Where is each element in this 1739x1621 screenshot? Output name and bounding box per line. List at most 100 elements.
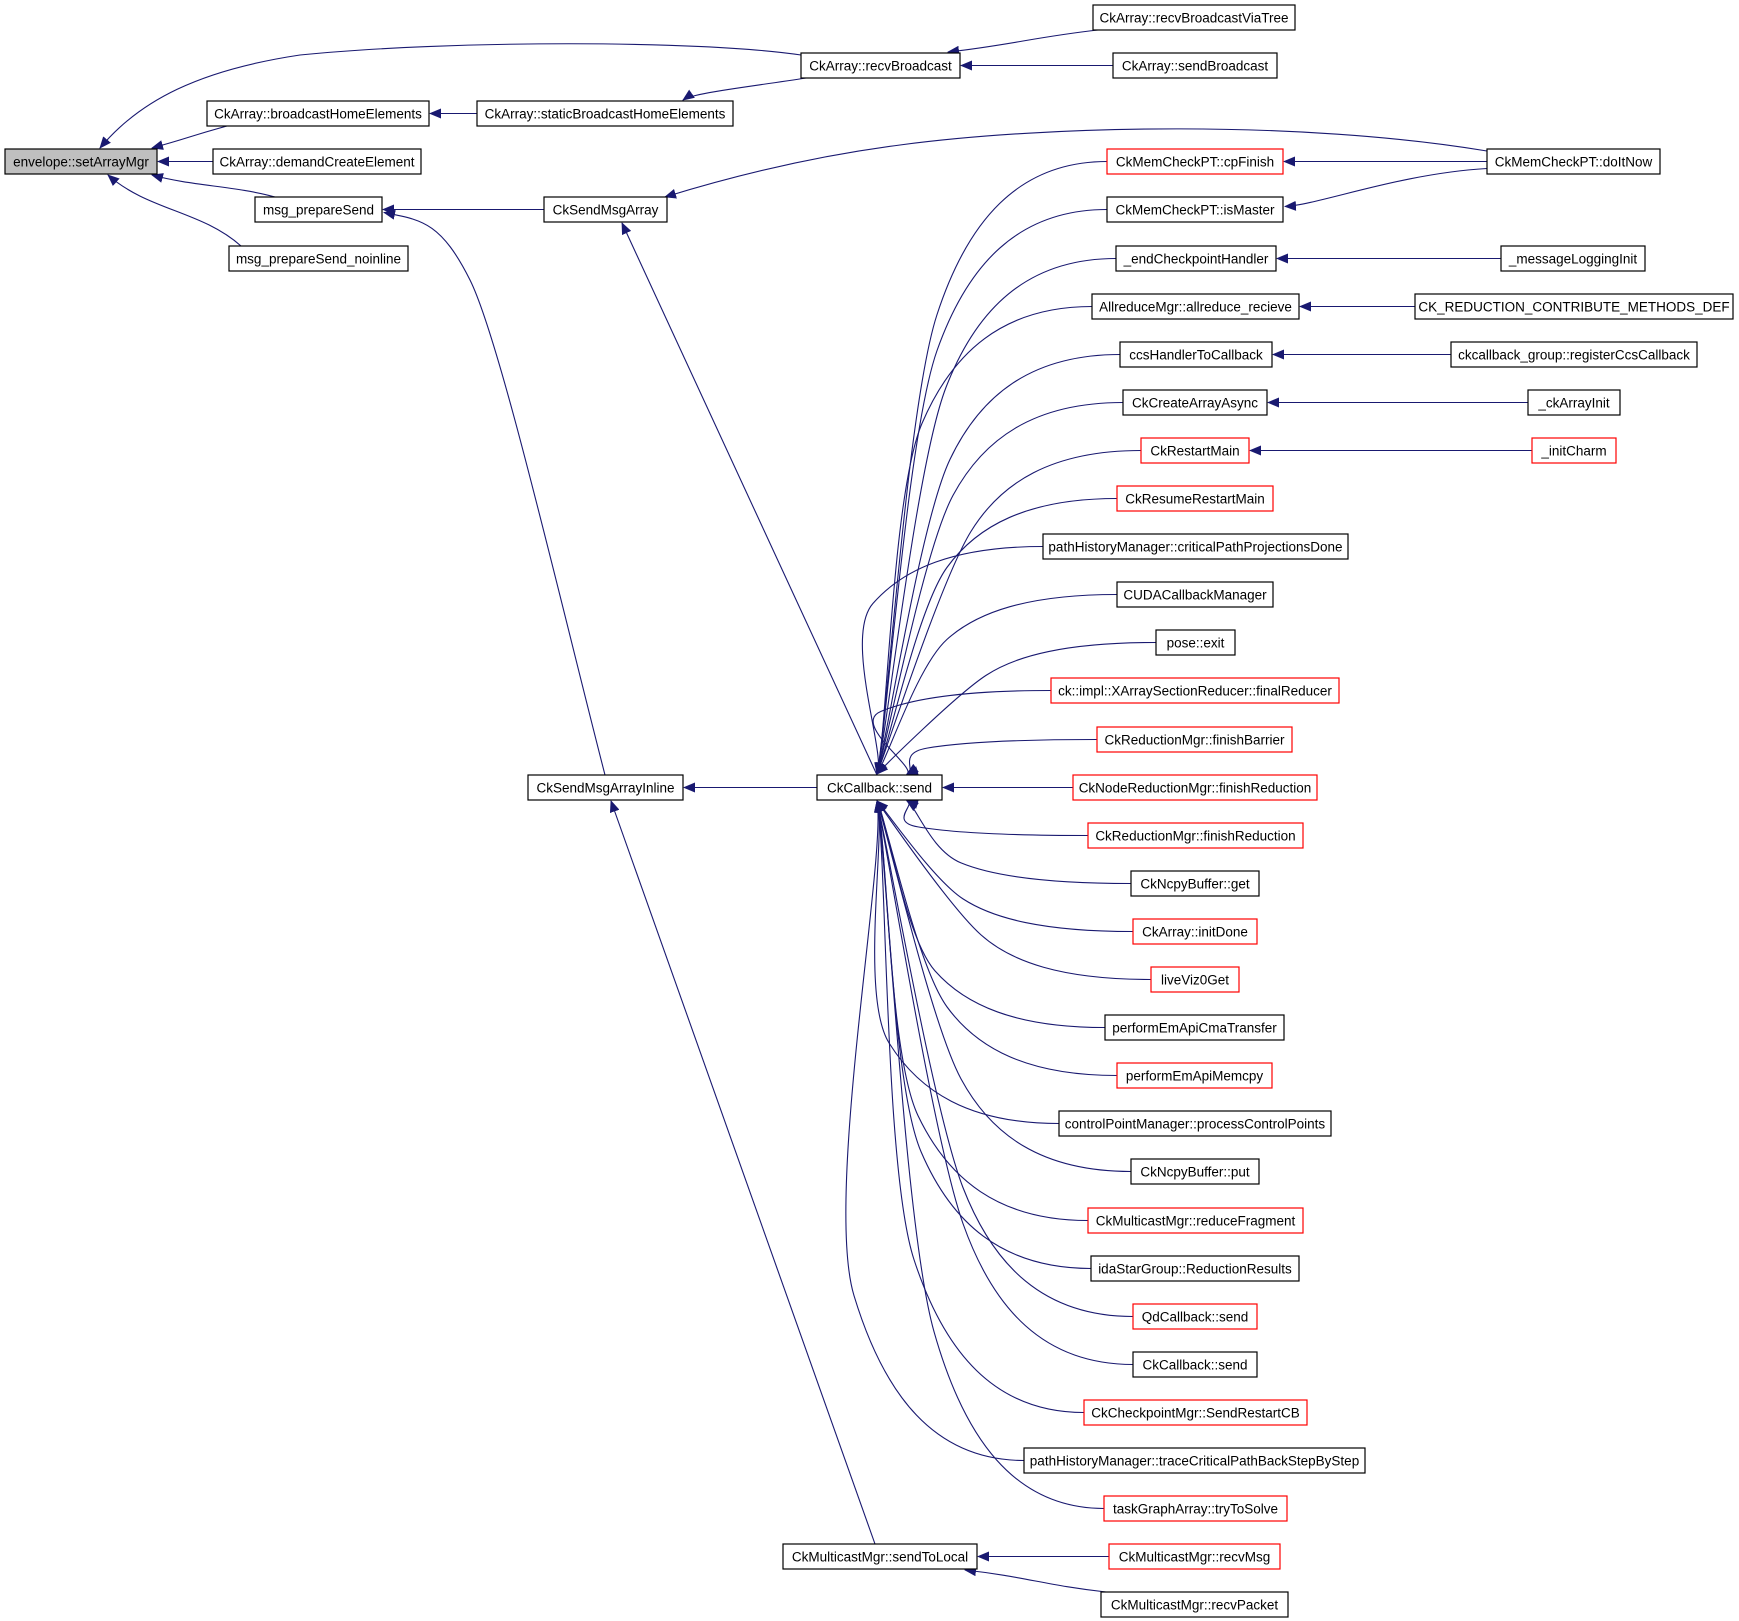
graph-node-nodeFinishReduction[interactable]: CkNodeReductionMgr::finishReduction bbox=[1072, 774, 1318, 801]
node-box[interactable] bbox=[816, 774, 943, 801]
graph-node-contributeMethodsDef[interactable]: CK_REDUCTION_CONTRIBUTE_METHODS_DEF bbox=[1414, 293, 1734, 320]
node-box[interactable] bbox=[1132, 1351, 1258, 1378]
node-box[interactable] bbox=[1072, 774, 1318, 801]
node-box[interactable] bbox=[1108, 1543, 1281, 1570]
node-box[interactable] bbox=[543, 196, 668, 223]
graph-node-traceCriticalPath[interactable]: pathHistoryManager::traceCriticalPathBac… bbox=[1023, 1447, 1366, 1474]
node-box[interactable] bbox=[212, 148, 422, 175]
graph-node-demandCreateElement[interactable]: CkArray::demandCreateElement bbox=[212, 148, 422, 175]
node-box[interactable] bbox=[1116, 581, 1274, 608]
node-box[interactable] bbox=[1116, 485, 1274, 512]
graph-node-broadcastHomeElements[interactable]: CkArray::broadcastHomeElements bbox=[206, 100, 430, 127]
graph-node-setArrayMgr[interactable]: envelope::setArrayMgr bbox=[4, 148, 158, 175]
graph-node-doItNow[interactable]: CkMemCheckPT::doItNow bbox=[1486, 148, 1661, 175]
node-box[interactable] bbox=[1042, 533, 1349, 560]
graph-node-finalReducer[interactable]: ck::impl::XArraySectionReducer::finalRed… bbox=[1050, 677, 1340, 704]
graph-node-registerCcsCallback[interactable]: ckcallback_group::registerCcsCallback bbox=[1450, 341, 1698, 368]
node-box[interactable] bbox=[1122, 389, 1268, 416]
graph-node-initCharm[interactable]: _initCharm bbox=[1531, 437, 1617, 464]
graph-node-messageLoggingInit[interactable]: _messageLoggingInit bbox=[1500, 245, 1646, 272]
graph-node-finishReduction[interactable]: CkReductionMgr::finishReduction bbox=[1087, 822, 1304, 849]
node-box[interactable] bbox=[1106, 148, 1284, 175]
node-box[interactable] bbox=[1112, 52, 1278, 79]
node-box[interactable] bbox=[1103, 1495, 1288, 1522]
graph-node-CkSendMsgArray[interactable]: CkSendMsgArray bbox=[543, 196, 668, 223]
node-box[interactable] bbox=[1116, 1062, 1273, 1089]
node-box[interactable] bbox=[800, 52, 961, 79]
node-box[interactable] bbox=[1023, 1447, 1366, 1474]
node-box[interactable] bbox=[1486, 148, 1661, 175]
graph-node-recvMsg[interactable]: CkMulticastMgr::recvMsg bbox=[1108, 1543, 1281, 1570]
node-box[interactable] bbox=[1087, 1207, 1304, 1234]
node-box[interactable] bbox=[206, 100, 430, 127]
node-box[interactable] bbox=[1527, 389, 1621, 416]
node-box[interactable] bbox=[1140, 437, 1250, 464]
node-box[interactable] bbox=[1100, 1591, 1289, 1618]
graph-node-liveViz0Get[interactable]: liveViz0Get bbox=[1150, 966, 1240, 993]
graph-node-CkResumeRestartMain[interactable]: CkResumeRestartMain bbox=[1116, 485, 1274, 512]
graph-node-ckArrayInit[interactable]: _ckArrayInit bbox=[1527, 389, 1621, 416]
graph-node-isMaster[interactable]: CkMemCheckPT::isMaster bbox=[1106, 196, 1284, 223]
node-box[interactable] bbox=[1130, 1158, 1260, 1185]
graph-node-performEmApiCmaTransfer[interactable]: performEmApiCmaTransfer bbox=[1104, 1014, 1285, 1041]
graph-node-cpFinish[interactable]: CkMemCheckPT::cpFinish bbox=[1106, 148, 1284, 175]
graph-node-CUDACallbackManager[interactable]: CUDACallbackManager bbox=[1116, 581, 1274, 608]
graph-node-msg_prepareSend_noinline[interactable]: msg_prepareSend_noinline bbox=[228, 245, 409, 272]
graph-node-tryToSolve[interactable]: taskGraphArray::tryToSolve bbox=[1103, 1495, 1288, 1522]
node-box[interactable] bbox=[4, 148, 158, 175]
graph-node-QdCallbackSend[interactable]: QdCallback::send bbox=[1132, 1303, 1258, 1330]
graph-node-SendRestartCB[interactable]: CkCheckpointMgr::SendRestartCB bbox=[1083, 1399, 1308, 1426]
node-box[interactable] bbox=[1050, 677, 1340, 704]
node-box[interactable] bbox=[1096, 726, 1293, 753]
graph-node-criticalPathProjectionsDone[interactable]: pathHistoryManager::criticalPathProjecti… bbox=[1042, 533, 1349, 560]
graph-node-sendBroadcast[interactable]: CkArray::sendBroadcast bbox=[1112, 52, 1278, 79]
node-box[interactable] bbox=[476, 100, 734, 127]
node-box[interactable] bbox=[228, 245, 409, 272]
node-box[interactable] bbox=[1115, 245, 1277, 272]
graph-node-recvPacket[interactable]: CkMulticastMgr::recvPacket bbox=[1100, 1591, 1289, 1618]
graph-node-CkCallbackSend[interactable]: CkCallback::send bbox=[816, 774, 943, 801]
node-box[interactable] bbox=[1130, 870, 1260, 897]
graph-node-CkRestartMain[interactable]: CkRestartMain bbox=[1140, 437, 1250, 464]
graph-node-performEmApiMemcpy[interactable]: performEmApiMemcpy bbox=[1116, 1062, 1273, 1089]
node-box[interactable] bbox=[1106, 196, 1284, 223]
node-box[interactable] bbox=[1155, 629, 1236, 656]
node-box[interactable] bbox=[1083, 1399, 1308, 1426]
graph-node-CkCallbackSend2[interactable]: CkCallback::send bbox=[1132, 1351, 1258, 1378]
graph-node-sendToLocal[interactable]: CkMulticastMgr::sendToLocal bbox=[782, 1543, 978, 1570]
graph-node-poseExit[interactable]: pose::exit bbox=[1155, 629, 1236, 656]
node-box[interactable] bbox=[782, 1543, 978, 1570]
node-box[interactable] bbox=[1087, 822, 1304, 849]
node-box[interactable] bbox=[527, 774, 684, 801]
node-box[interactable] bbox=[1058, 1110, 1332, 1137]
graph-node-recvBroadcast[interactable]: CkArray::recvBroadcast bbox=[800, 52, 961, 79]
graph-node-finishBarrier[interactable]: CkReductionMgr::finishBarrier bbox=[1096, 726, 1293, 753]
node-box[interactable] bbox=[1092, 4, 1296, 31]
graph-node-ccsHandlerToCallback[interactable]: ccsHandlerToCallback bbox=[1119, 341, 1273, 368]
graph-node-ncpyPut[interactable]: CkNcpyBuffer::put bbox=[1130, 1158, 1260, 1185]
node-box[interactable] bbox=[1090, 1255, 1300, 1282]
graph-node-endCheckpointHandler[interactable]: _endCheckpointHandler bbox=[1115, 245, 1277, 272]
node-box[interactable] bbox=[1132, 918, 1258, 945]
node-box[interactable] bbox=[1150, 966, 1240, 993]
node-box[interactable] bbox=[1500, 245, 1646, 272]
node-box[interactable] bbox=[1414, 293, 1734, 320]
graph-node-processControlPoints[interactable]: controlPointManager::processControlPoint… bbox=[1058, 1110, 1332, 1137]
graph-node-recvBroadcastViaTree[interactable]: CkArray::recvBroadcastViaTree bbox=[1092, 4, 1296, 31]
graph-node-msg_prepareSend[interactable]: msg_prepareSend bbox=[254, 196, 383, 223]
graph-node-CkCreateArrayAsync[interactable]: CkCreateArrayAsync bbox=[1122, 389, 1268, 416]
graph-node-ncpyGet[interactable]: CkNcpyBuffer::get bbox=[1130, 870, 1260, 897]
node-box[interactable] bbox=[1531, 437, 1617, 464]
graph-node-reduceFragment[interactable]: CkMulticastMgr::reduceFragment bbox=[1087, 1207, 1304, 1234]
node-box[interactable] bbox=[1091, 293, 1300, 320]
node-box[interactable] bbox=[1132, 1303, 1258, 1330]
node-box[interactable] bbox=[1450, 341, 1698, 368]
graph-node-CkSendMsgArrayInline[interactable]: CkSendMsgArrayInline bbox=[527, 774, 684, 801]
graph-node-staticBroadcastHomeElements[interactable]: CkArray::staticBroadcastHomeElements bbox=[476, 100, 734, 127]
graph-node-allreduce_recieve[interactable]: AllreduceMgr::allreduce_recieve bbox=[1091, 293, 1300, 320]
node-box[interactable] bbox=[254, 196, 383, 223]
node-box[interactable] bbox=[1119, 341, 1273, 368]
graph-node-ReductionResults[interactable]: idaStarGroup::ReductionResults bbox=[1090, 1255, 1300, 1282]
node-box[interactable] bbox=[1104, 1014, 1285, 1041]
graph-node-initDone[interactable]: CkArray::initDone bbox=[1132, 918, 1258, 945]
